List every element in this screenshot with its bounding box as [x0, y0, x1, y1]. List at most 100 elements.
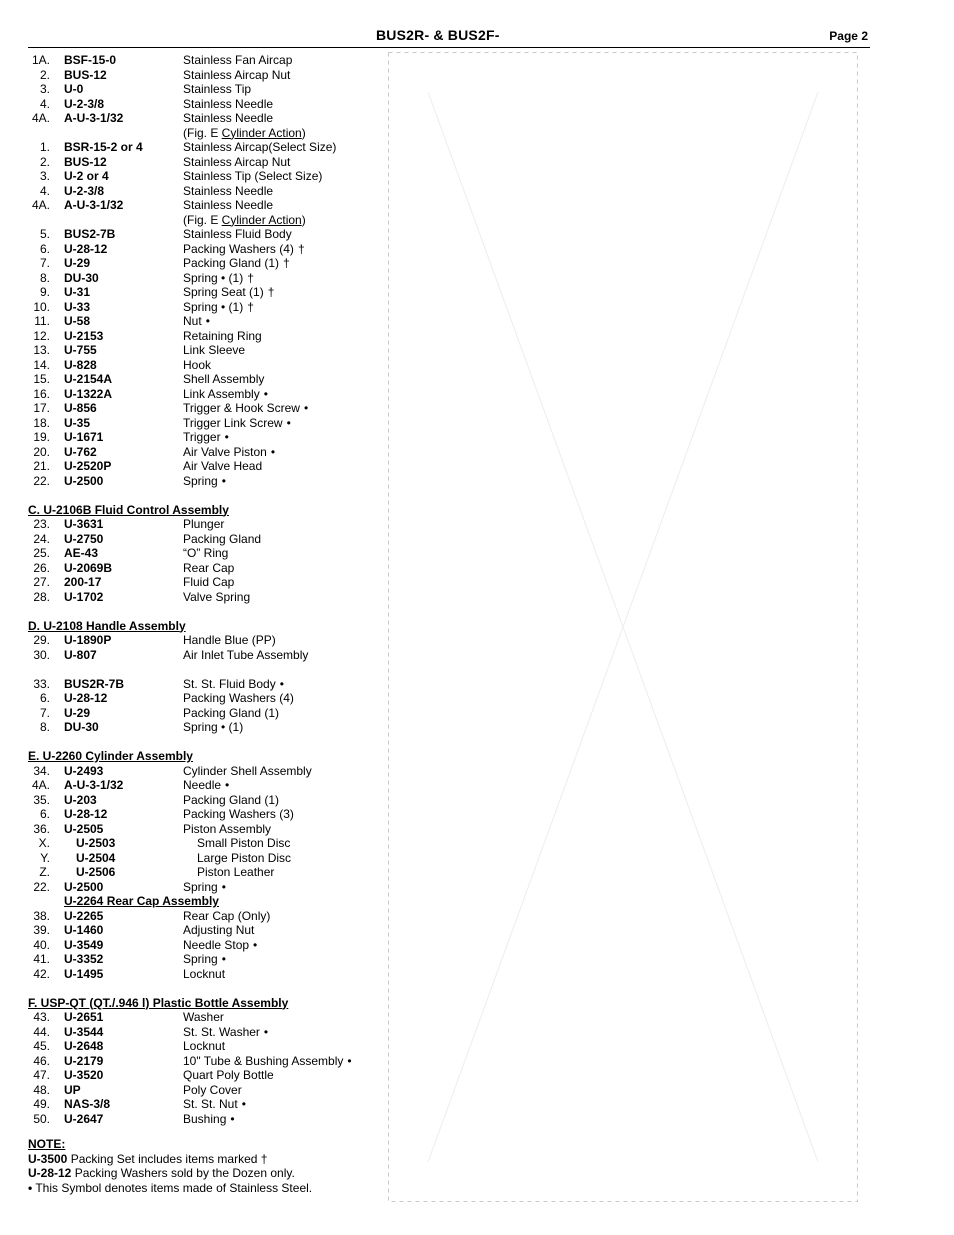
item-number: 44. [33, 1024, 50, 1039]
item-number: 26. [33, 560, 50, 575]
desc-underline: Cylinder Action [221, 125, 302, 140]
desc-text: Packing Gland (1) [183, 705, 280, 720]
desc-text: Needle Stop [183, 937, 250, 952]
parts-row: 25.AE-43“O” Ring [28, 546, 408, 561]
part-number: U-2500 [64, 473, 104, 488]
item-number: 30. [33, 647, 50, 662]
item-number: 4. [39, 96, 50, 111]
desc-text: Nut [183, 314, 202, 328]
desc-text: Spring [183, 473, 218, 488]
part-number: U-2648 [64, 1039, 104, 1053]
part-number: U-1890P [64, 633, 112, 647]
part-number: U-28-12 [64, 807, 108, 821]
part-number [64, 213, 183, 228]
part-description: Stainless Needle [183, 198, 408, 213]
part-description: Piston Assembly [183, 822, 408, 837]
part-description: Bushing• [183, 1112, 408, 1127]
part-number: U-2153 [64, 328, 104, 343]
part-number: U-58 [64, 314, 91, 328]
part-description: Packing Gland [183, 532, 408, 547]
part-description: Trigger & Hook Screw• [183, 401, 408, 416]
desc-text: Spring [183, 952, 218, 966]
part-number: U-2069B [64, 560, 113, 575]
part-marker: † [247, 299, 254, 314]
section-title: E. U-2260 Cylinder Assembly [28, 749, 193, 763]
part-number: U-3520 [64, 1068, 104, 1082]
item-number: 40. [33, 937, 50, 952]
part-number: U-828 [64, 357, 97, 372]
desc-text: Adjusting Nut [183, 923, 255, 937]
part-description: “O” Ring [183, 546, 408, 561]
part-description: Stainless Aircap(Select Size) [183, 140, 408, 155]
item-number: 6. [39, 241, 50, 256]
part-marker: • [221, 879, 226, 894]
part-marker: • [263, 386, 268, 401]
desc-text: (Fig. E [183, 125, 222, 140]
desc-text: 10" Tube & Bushing Assembly [183, 1053, 344, 1068]
part-number: U-2500 [64, 879, 104, 894]
desc-text: Spring • (1) [183, 270, 244, 285]
note-line: U-3500 Packing Set includes items marked… [28, 1151, 268, 1166]
desc-text: Stainless Aircap(Select Size) [183, 140, 337, 154]
part-number: UP [64, 1082, 81, 1097]
desc-text: Packing Washers (3) [183, 807, 294, 821]
parts-row: (Fig. E Cylinder Action) [28, 126, 408, 141]
item-number: 9. [39, 285, 50, 299]
part-description: Cylinder Shell Assembly [183, 764, 408, 779]
desc-text: Stainless Needle [183, 111, 274, 125]
part-number: U-3544 [64, 1024, 104, 1039]
part-marker: • [221, 952, 226, 966]
item-number: 28. [33, 589, 50, 604]
desc-text: Plunger [183, 517, 225, 531]
desc-text: Stainless Needle [183, 96, 274, 111]
part-description: Packing Gland (1)† [183, 256, 408, 271]
spacer [28, 735, 408, 750]
part-description: Link Sleeve [183, 343, 408, 358]
notes-title: NOTE: [28, 1137, 66, 1151]
desc-text: Stainless Tip [183, 82, 252, 96]
part-description: Handle Blue (PP) [183, 633, 408, 648]
desc-text: Handle Blue (PP) [183, 633, 276, 647]
desc-text: (Fig. E [183, 212, 222, 227]
item-number: X. [38, 836, 50, 850]
item-number: 22. [33, 879, 50, 894]
item-number: 38. [33, 908, 50, 923]
part-marker: • [225, 778, 230, 792]
item-number: 4. [39, 183, 50, 198]
part-description: Spring • (1)† [183, 300, 408, 315]
part-description: Valve Spring [183, 590, 408, 605]
part-description: Retaining Ring [183, 329, 408, 344]
part-description: Stainless Tip (Select Size) [183, 169, 408, 184]
desc-text: Packing Gland (1) [183, 792, 280, 807]
part-description: Air Valve Piston• [183, 445, 408, 460]
desc-text: Packing Gland (1) [183, 256, 280, 270]
item-number: 1. [39, 140, 50, 154]
item-number: Y. [40, 850, 50, 865]
part-number: U-29 [64, 256, 91, 270]
desc-text: Washer [183, 1010, 224, 1024]
desc-text: Hook [183, 357, 212, 372]
item-number: 45. [33, 1039, 50, 1053]
part-description: Stainless Tip [183, 82, 408, 97]
item-number: 50. [33, 1111, 50, 1126]
item-number: 2. [39, 154, 50, 169]
